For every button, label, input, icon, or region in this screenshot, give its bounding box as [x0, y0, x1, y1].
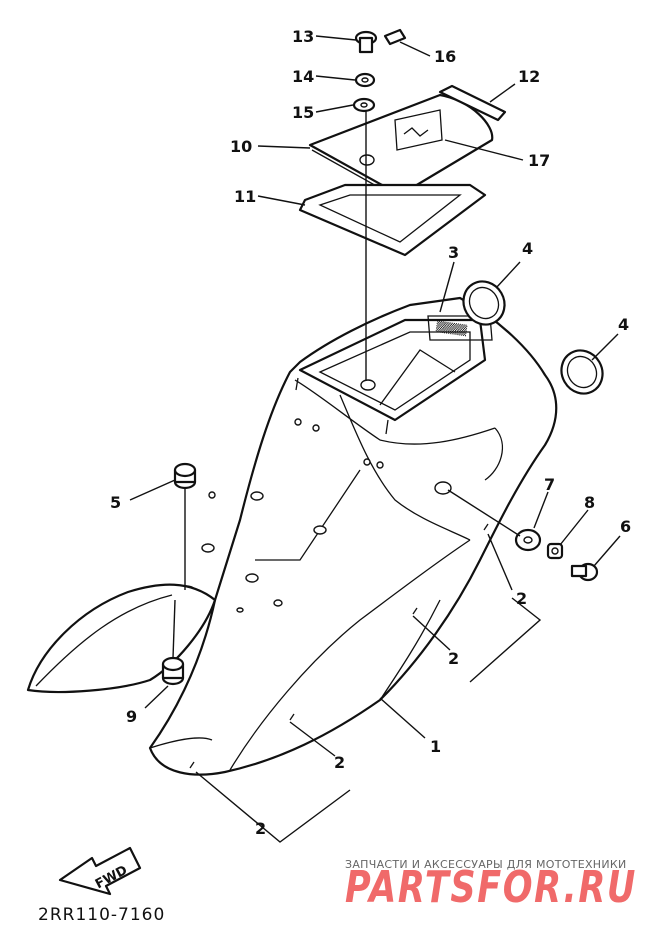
tail-emblem-icon: ▒▒▒▒ — [435, 320, 468, 337]
callout-4b: 4 — [618, 315, 629, 334]
clip-16 — [383, 28, 407, 46]
callout-13: 13 — [292, 27, 314, 46]
nut-14 — [354, 72, 376, 88]
callout-labels: 13 16 14 12 15 10 17 11 3 4 4 5 7 8 6 2 … — [110, 27, 631, 838]
callout-17: 17 — [528, 151, 550, 170]
leader-lines — [129, 35, 621, 843]
ring-4a — [462, 280, 506, 326]
fwd-arrow-icon: FWD — [58, 846, 142, 896]
callout-11: 11 — [234, 187, 256, 206]
callout-8: 8 — [584, 493, 595, 512]
callout-7: 7 — [544, 475, 555, 494]
callout-2b: 2 — [448, 649, 459, 668]
seat-band — [26, 583, 217, 694]
callout-2a: 2 — [516, 589, 527, 608]
screw-6 — [570, 562, 599, 582]
top-cover-plate — [308, 93, 494, 199]
watermark-tagline: ЗАПЧАСТИ И АКСЕССУАРЫ ДЛЯ МОТОТЕХНИКИ — [345, 858, 627, 871]
callout-12: 12 — [518, 67, 540, 86]
damper-5 — [173, 462, 197, 490]
callout-6: 6 — [620, 517, 631, 536]
callout-2c: 2 — [334, 753, 345, 772]
watermark: ЗАПЧАСТИ И АКСЕССУАРЫ ДЛЯ МОТОТЕХНИКИ PA… — [345, 858, 637, 913]
callout-10: 10 — [230, 137, 252, 156]
watermark-logo: PARTSFOR.RU — [345, 862, 637, 913]
callout-14: 14 — [292, 67, 314, 86]
grommet-7 — [514, 528, 542, 552]
strip-12 — [438, 84, 507, 122]
callout-2d: 2 — [255, 819, 266, 838]
diagram-code: 2RR110-7160 — [38, 905, 165, 925]
callout-15: 15 — [292, 103, 314, 122]
ring-4b — [560, 349, 604, 395]
callout-1: 1 — [430, 737, 441, 756]
seat-cowl: ▒▒▒▒ — [148, 296, 558, 776]
bolt-13 — [354, 30, 378, 54]
callout-3: 3 — [448, 243, 459, 262]
damper-9 — [161, 656, 185, 686]
gasket-frame — [298, 183, 487, 257]
washer-15 — [352, 97, 376, 113]
callout-4a: 4 — [522, 239, 533, 258]
collar-8 — [546, 542, 564, 560]
callout-9: 9 — [126, 707, 137, 726]
callout-5: 5 — [110, 493, 121, 512]
callout-16: 16 — [434, 47, 456, 66]
